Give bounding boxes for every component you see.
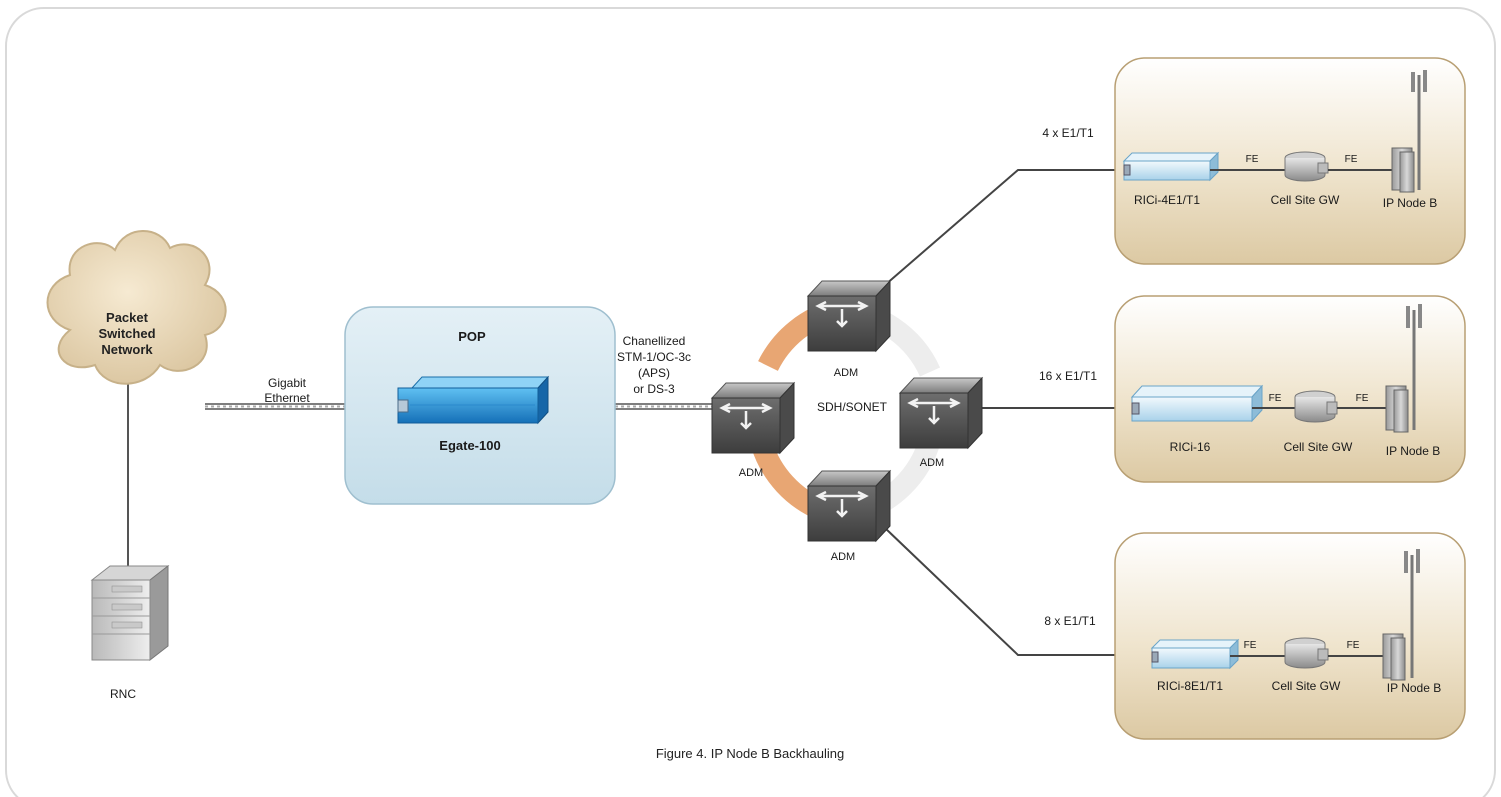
channelized-label-3: (APS)	[638, 366, 670, 380]
packet-network-cloud	[46, 230, 227, 385]
gigabit-label-2: Ethernet	[264, 391, 310, 405]
egate-label: Egate-100	[439, 438, 500, 453]
egate-device-icon	[397, 375, 550, 425]
cloud-label-1: Packet	[106, 310, 149, 325]
site-1-fe1-label: FE	[1246, 154, 1259, 165]
pop-title: POP	[458, 329, 486, 344]
cloud-label-2: Switched	[98, 326, 155, 341]
cell-site-gw-icon	[1294, 390, 1338, 423]
channelized-label-1: Chanellized	[623, 334, 686, 348]
site-3-node-label: IP Node B	[1387, 681, 1441, 695]
gigabit-label-1: Gigabit	[268, 376, 307, 390]
link-site-1	[884, 169, 1120, 286]
cloud-label-3: Network	[101, 342, 153, 357]
cell-site-gw-icon	[1284, 151, 1329, 182]
cell-site-2	[1114, 295, 1466, 483]
rici-device-icon	[1130, 384, 1264, 423]
channelized-label-2: STM-1/OC-3c	[617, 350, 691, 364]
site-2-gw-label: Cell Site GW	[1284, 440, 1353, 454]
adm-right-icon	[898, 376, 984, 450]
rnc-label: RNC	[110, 687, 136, 701]
site-2-link-label: 16 x E1/T1	[1039, 369, 1097, 383]
cell-site-3	[1114, 532, 1466, 740]
rici-device-icon	[1150, 638, 1240, 670]
site-1-gw-label: Cell Site GW	[1271, 193, 1340, 207]
figure-caption: Figure 4. IP Node B Backhauling	[656, 746, 844, 761]
adm-bottom-icon	[806, 469, 892, 543]
ip-node-b-icon	[1391, 70, 1427, 193]
cell-site-gw-icon	[1284, 637, 1329, 669]
adm-bottom-label: ADM	[831, 551, 855, 563]
site-2-fe2-label: FE	[1356, 393, 1369, 404]
site-2-node-label: IP Node B	[1386, 444, 1440, 458]
site-2-device-label: RICi-16	[1170, 440, 1211, 454]
cell-site-1	[1114, 57, 1466, 265]
site-3-fe1-label: FE	[1244, 640, 1257, 651]
link-site-3	[884, 527, 1120, 656]
ring-label: SDH/SONET	[817, 400, 888, 414]
ip-node-b-icon	[1385, 304, 1422, 433]
site-3-fe2-label: FE	[1347, 640, 1360, 651]
site-1-device-label: RICi-4E1/T1	[1134, 193, 1200, 207]
adm-left-label: ADM	[739, 467, 763, 479]
rnc-server-icon	[90, 564, 170, 662]
site-1-fe2-label: FE	[1345, 154, 1358, 165]
site-3-gw-label: Cell Site GW	[1272, 679, 1341, 693]
rici-device-icon	[1122, 151, 1220, 182]
site-1-link-label: 4 x E1/T1	[1042, 126, 1094, 140]
adm-left-icon	[710, 381, 796, 455]
adm-top-icon	[806, 279, 892, 353]
site-3-link-label: 8 x E1/T1	[1044, 614, 1096, 628]
channelized-label-4: or DS-3	[633, 382, 675, 396]
adm-right-label: ADM	[920, 457, 944, 469]
site-1-node-label: IP Node B	[1383, 196, 1437, 210]
site-2-fe1-label: FE	[1269, 393, 1282, 404]
site-3-device-label: RICi-8E1/T1	[1157, 679, 1223, 693]
ip-node-b-icon	[1382, 549, 1420, 681]
adm-top-label: ADM	[834, 367, 858, 379]
